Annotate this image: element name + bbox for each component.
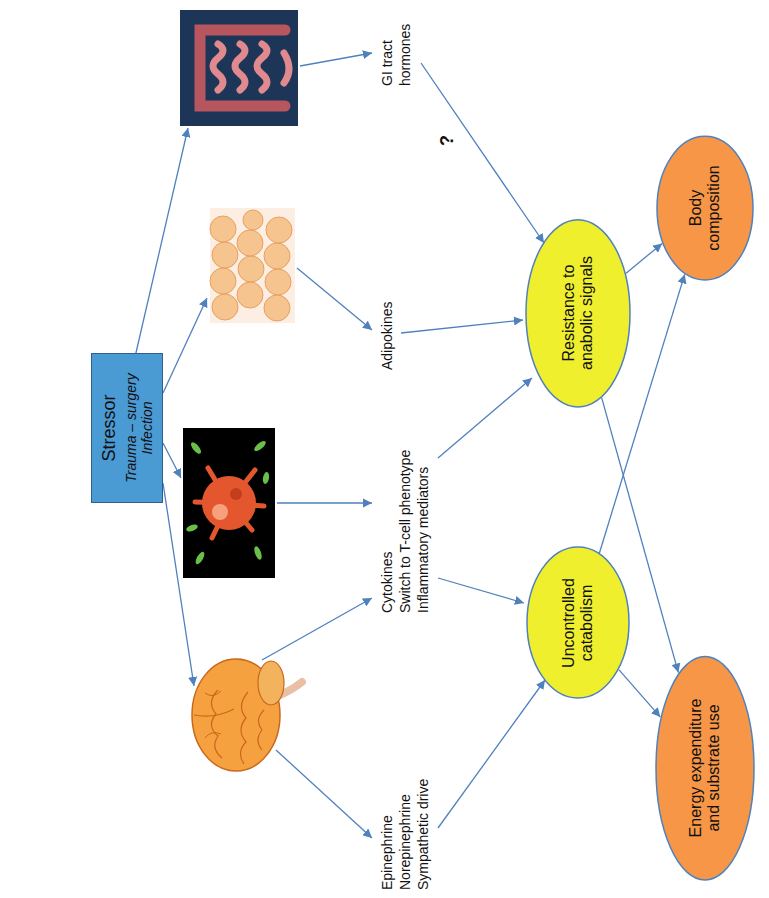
image-background — [210, 208, 295, 323]
brain-gyrus — [258, 710, 264, 750]
bacterium — [194, 550, 206, 565]
node-text-group: StressorTrauma – surgery Infection — [99, 363, 156, 493]
brain-gyrus — [240, 692, 248, 764]
node-title: Resistance to anabolic signals — [560, 251, 597, 376]
small-intestine — [213, 44, 223, 90]
flow-arrow — [438, 578, 524, 603]
flow-arrow — [401, 320, 523, 333]
node-text-group: Body composition — [687, 161, 724, 256]
brain-gyrus — [211, 690, 222, 758]
flow-arrow — [438, 378, 532, 458]
question-mark: ? — [438, 135, 456, 146]
flow-arrow — [135, 128, 188, 357]
cell-highlight — [230, 488, 242, 500]
node-subtitle: Trauma – surgery Infection — [123, 363, 155, 493]
small-intestine — [257, 44, 267, 90]
ellipse-shape — [657, 136, 753, 280]
node-text-group: Uncontrolled catabolism — [560, 573, 597, 673]
immune-cell-illustration — [183, 428, 275, 578]
small-intestine — [284, 53, 289, 83]
process-ellipse: Resistance to anabolic signals — [525, 218, 631, 407]
node-text-group: Energy expenditure and substrate use — [687, 693, 724, 843]
flow-arrow — [297, 268, 372, 330]
connector-arrow — [626, 243, 662, 273]
fat-cell — [238, 256, 264, 282]
flow-arrow — [277, 502, 372, 503]
cell-body — [202, 476, 256, 530]
image-background — [180, 10, 298, 126]
node-title: Body composition — [687, 161, 724, 256]
ellipse-shape — [656, 656, 754, 880]
intestine-illustration — [180, 10, 298, 126]
ellipse-shape — [526, 219, 630, 406]
ellipse-shape — [527, 548, 629, 699]
outcome-ellipse: Body composition — [656, 135, 754, 281]
cerebellum — [258, 661, 284, 705]
fat-cell — [212, 242, 238, 268]
node-text-group: Resistance to anabolic signals — [560, 251, 597, 376]
image-background — [183, 428, 275, 578]
signal-label: Norepinephrine — [396, 794, 414, 890]
flow-arrow — [163, 483, 194, 686]
small-intestine — [235, 44, 245, 90]
flow-arrow — [300, 53, 372, 66]
fat-cell — [237, 282, 263, 308]
bacterium — [185, 523, 198, 533]
large-intestine — [200, 30, 285, 106]
flow-arrows — [135, 53, 545, 838]
flow-arrow — [163, 443, 181, 478]
fat-cell — [237, 230, 263, 256]
signal-label: Switch to T-cell phenotype — [396, 450, 414, 613]
signal-label: Epinephrine — [378, 815, 396, 890]
fat-cell — [264, 243, 290, 269]
signal-label: Cytokines — [378, 552, 396, 613]
fat-cell — [264, 295, 290, 321]
fat-cell — [212, 294, 238, 320]
brain-gyrus — [194, 709, 234, 716]
fat-cell — [210, 216, 236, 242]
signal-label: GI tract hormones — [378, 14, 414, 86]
adipocyte-illustration — [210, 208, 295, 323]
signal-label: Adipokines — [378, 302, 396, 371]
node-title: Energy expenditure and substrate use — [687, 693, 724, 843]
outcome-ellipse: Energy expenditure and substrate use — [655, 655, 755, 881]
flow-arrow — [163, 298, 207, 393]
fat-cell — [266, 217, 292, 243]
flow-arrow — [438, 680, 545, 828]
signal-label: Sympathetic drive — [414, 779, 432, 890]
bacterium — [253, 439, 268, 453]
node-title: Uncontrolled catabolism — [560, 573, 597, 673]
stressor-box: StressorTrauma – surgery Infection — [91, 353, 164, 503]
fat-cell — [265, 269, 291, 295]
flow-arrow — [276, 750, 372, 838]
bacterium — [262, 472, 270, 485]
signal-label: Inflammatory mediators — [414, 467, 432, 613]
flow-arrow — [421, 63, 544, 243]
cell-process — [195, 468, 264, 538]
bacterium — [253, 545, 263, 560]
brain-gyrus — [205, 691, 221, 738]
cell-highlight — [212, 504, 228, 520]
fat-cell — [210, 268, 236, 294]
flow-arrow — [262, 598, 372, 660]
node-title: Stressor — [99, 363, 120, 493]
bacterium — [189, 441, 203, 456]
process-ellipse: Uncontrolled catabolism — [526, 547, 630, 700]
brain-illustration — [192, 659, 302, 771]
fat-cell — [243, 210, 263, 230]
connector-arrow — [619, 670, 660, 717]
